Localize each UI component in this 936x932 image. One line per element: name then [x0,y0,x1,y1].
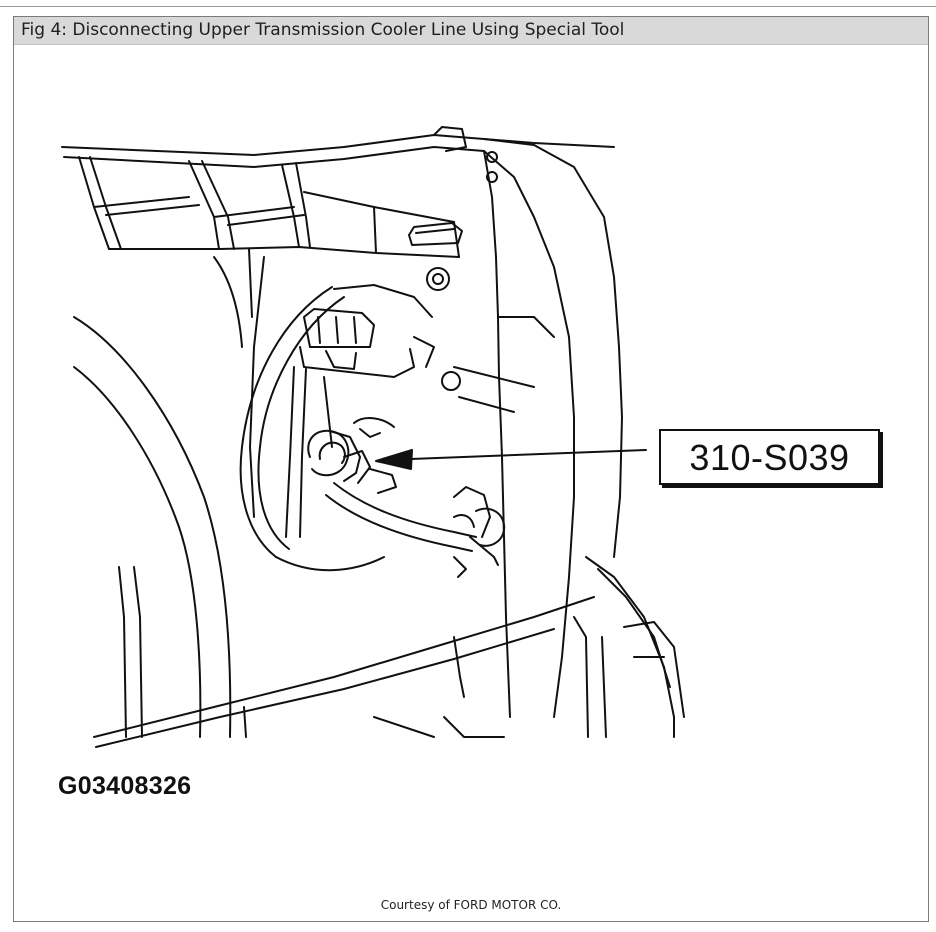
caption-bar: Fig 4: Disconnecting Upper Transmission … [14,17,928,45]
left-curves [73,248,265,738]
radiator-top-edge [61,134,615,168]
connector-block [285,308,435,538]
figure-frame: Fig 4: Disconnecting Upper Transmission … [13,16,929,922]
callout-label: 310-S039 [689,437,850,478]
lower-crossbar [93,596,595,748]
cooler-line-fitting [307,417,397,494]
radiator-right-tank [441,144,623,718]
figure-caption: Fig 4: Disconnecting Upper Transmission … [21,20,625,40]
transmission-cooler-line-drawing [61,126,685,748]
cooler-tube [325,482,506,578]
callout-leader-arrow [375,449,647,470]
top-bracket [408,126,498,291]
credit-line: Courtesy of FORD MOTOR CO. [380,898,562,912]
lower-right-details [573,556,685,738]
fan-shroud-opening [239,284,433,572]
callout-box: 310-S039 [659,429,880,485]
upper-ribs [78,156,460,258]
top-rule [0,6,936,7]
figure-id: G03408326 [58,772,192,800]
